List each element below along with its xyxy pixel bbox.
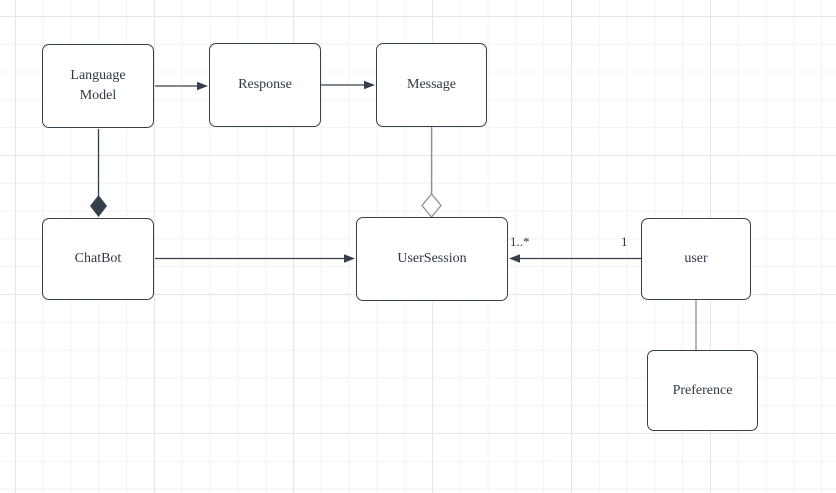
arrowhead-icon bbox=[509, 254, 520, 263]
node-label: Language Model bbox=[70, 68, 126, 103]
node-label: Response bbox=[238, 77, 292, 93]
edge-multiplicity-user[interactable]: 1 bbox=[621, 234, 628, 249]
node-message[interactable]: Message bbox=[376, 43, 487, 127]
arrowhead-icon bbox=[344, 254, 355, 263]
node-user[interactable]: user bbox=[641, 218, 751, 300]
node-chatbot[interactable]: ChatBot bbox=[42, 218, 154, 300]
node-label: Message bbox=[407, 77, 456, 93]
node-usersession[interactable]: UserSession bbox=[356, 217, 508, 301]
composition-diamond-icon bbox=[90, 195, 107, 217]
aggregation-diamond-icon bbox=[421, 192, 442, 219]
node-label: Preference bbox=[672, 382, 733, 398]
node-label: user bbox=[684, 251, 708, 267]
arrowhead-icon bbox=[364, 80, 375, 90]
arrowhead-icon bbox=[197, 81, 208, 91]
node-language-model[interactable]: Language Model bbox=[42, 44, 154, 128]
edge-multiplicity-usersession[interactable]: 1..* bbox=[510, 234, 530, 249]
node-response[interactable]: Response bbox=[209, 43, 321, 127]
node-label: UserSession bbox=[397, 251, 467, 267]
node-label: ChatBot bbox=[74, 251, 122, 267]
node-preference[interactable]: Preference bbox=[647, 350, 758, 431]
